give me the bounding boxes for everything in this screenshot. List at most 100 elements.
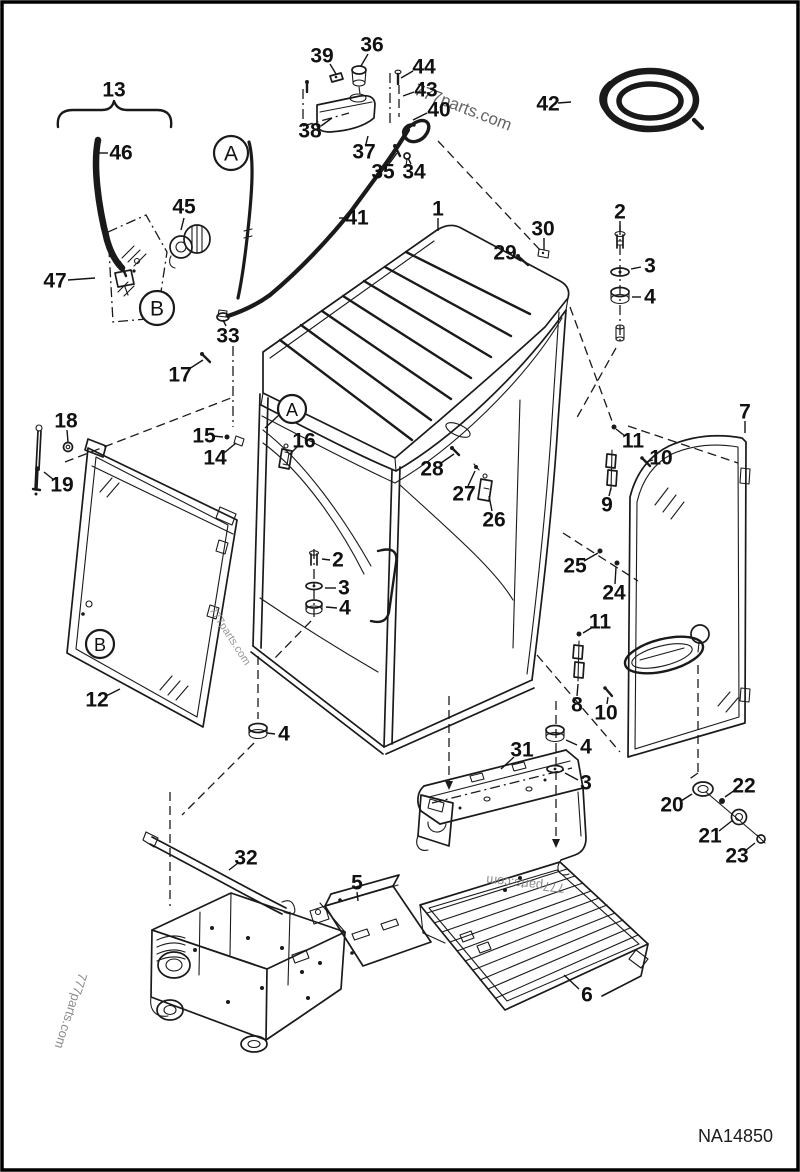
leader-line-27 [467, 470, 476, 487]
callout-11: 11 [589, 611, 612, 634]
leader-line-44 [400, 70, 414, 79]
view-marker-circle-B [84, 628, 116, 660]
leader-line-37 [365, 135, 369, 145]
rear-glass-detail-b [107, 214, 168, 323]
leader-line-16 [289, 446, 298, 455]
callout-34: 34 [402, 161, 426, 184]
alignment-lines [64, 73, 739, 906]
callout-10: 10 [594, 702, 617, 725]
leader-line-36 [360, 53, 369, 67]
leader-line-15 [212, 435, 224, 438]
leader-line-12 [105, 688, 121, 697]
callout-7: 7 [739, 401, 751, 424]
leader-line-38 [320, 117, 333, 127]
callout-41: 41 [345, 207, 369, 230]
leader-line-layer [43, 53, 756, 990]
leader-line-2 [321, 558, 331, 561]
callout-14: 14 [203, 447, 227, 470]
support-bracket-31 [416, 749, 587, 876]
callout-29: 29 [493, 242, 516, 265]
callout-1: 1 [432, 198, 444, 221]
callout-42: 42 [536, 93, 559, 116]
leader-line-4 [565, 739, 578, 746]
leader-line-43 [402, 91, 415, 97]
callout-44: 44 [412, 56, 436, 79]
callout-39: 39 [310, 45, 333, 68]
leader-line-40 [412, 112, 428, 121]
callout-30: 30 [531, 218, 554, 241]
callout-13: 13 [102, 79, 125, 102]
front-window [66, 438, 238, 728]
callout-5: 5 [351, 872, 363, 895]
view-marker-circle-B [138, 289, 176, 327]
callout-4: 4 [644, 286, 656, 309]
leader-line-47 [67, 277, 96, 281]
leader-line-19 [43, 471, 55, 481]
leader-line-39 [329, 63, 337, 75]
mount-strip-32 [142, 831, 296, 915]
leader-line-11 [582, 626, 594, 634]
leader-line-20 [680, 793, 693, 802]
callout-15: 15 [192, 425, 216, 448]
callout-35: 35 [371, 161, 395, 184]
door-hinge-8 [572, 640, 585, 682]
callout-17: 17 [168, 364, 191, 387]
leader-line-26 [488, 495, 493, 512]
leader-line-10 [645, 459, 654, 463]
leader-line-14 [223, 442, 237, 454]
leader-line-11 [615, 428, 626, 437]
rear-door [623, 434, 751, 758]
callout-22: 22 [732, 775, 755, 798]
washer-bottle [316, 93, 376, 133]
callout-16: 16 [292, 430, 315, 453]
leader-line-31 [500, 756, 515, 770]
callout-2: 2 [614, 201, 626, 224]
bottle-clip [305, 72, 344, 94]
view-marker-letter-A: A [224, 143, 238, 166]
view-marker-letter-B: B [150, 298, 164, 321]
washer-hose [225, 118, 431, 319]
leader-line-4 [325, 606, 338, 609]
callout-45: 45 [172, 196, 196, 219]
callout-36: 36 [360, 34, 383, 57]
callout-6: 6 [581, 984, 593, 1007]
leader-line-8 [576, 683, 579, 697]
callout-9: 9 [601, 494, 613, 517]
leader-line-3 [630, 266, 642, 270]
leader-line-22 [724, 789, 736, 798]
callout-4: 4 [580, 736, 592, 759]
leader-line-45 [180, 217, 185, 231]
floor-grommet-left [248, 722, 268, 740]
callout-20: 20 [660, 794, 683, 817]
view-marker-letter-A: A [286, 400, 298, 420]
wiper-motor [169, 224, 211, 269]
callout-3: 3 [644, 255, 656, 278]
leader-line-17 [188, 359, 204, 370]
leader-line-29 [513, 256, 522, 262]
washer-hose-view-a [236, 140, 254, 300]
leader-line-24 [614, 566, 617, 585]
callout-43: 43 [414, 79, 437, 102]
callout-46: 46 [109, 142, 132, 165]
chassis-frame [150, 892, 346, 1053]
strut-nut-18 [62, 441, 74, 453]
callout-32: 32 [234, 847, 257, 870]
leader-line-18 [66, 429, 69, 443]
bottle-cap [351, 65, 367, 95]
leader-line-21 [718, 819, 734, 832]
callout-26: 26 [482, 509, 505, 532]
bottle-mount-screw-44 [394, 69, 402, 86]
callout-27: 27 [452, 483, 475, 506]
leader-line-23 [744, 842, 756, 852]
floor-bracket-5 [309, 874, 432, 967]
leader-line-4 [266, 732, 276, 735]
drawing-number: NA14850 [698, 1126, 773, 1146]
gas-strut [31, 424, 43, 496]
view-marker-circle-A [212, 134, 250, 172]
wiper-blade-assembly [92, 136, 135, 296]
leader-line-32 [228, 862, 239, 871]
leader-line-42 [557, 101, 572, 104]
leader-line-3 [564, 772, 579, 781]
